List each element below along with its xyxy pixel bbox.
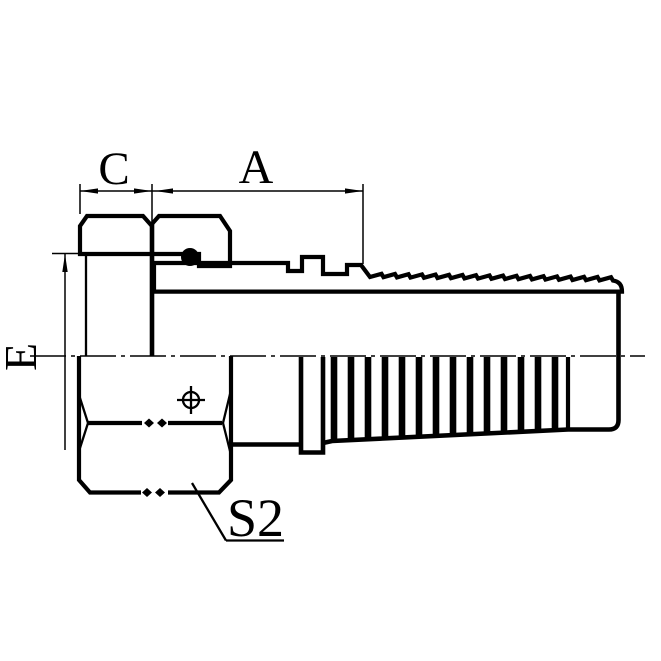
dimension-e: E <box>0 252 79 450</box>
hex-corner-chamfer <box>221 389 233 456</box>
hose-tail-barbs <box>330 357 571 441</box>
hex-size-label-s2: S2 <box>227 488 284 548</box>
stem-wall-section-hatched <box>151 254 625 294</box>
arrowhead <box>80 188 98 194</box>
leader-line <box>191 482 227 542</box>
target-mark-icon <box>177 386 205 414</box>
break-mark <box>142 488 152 497</box>
hex-nut-outline-right <box>168 356 234 495</box>
hose-tail-profile <box>322 292 621 446</box>
arrowhead <box>155 188 173 194</box>
hex-nut-outline-left <box>76 356 141 495</box>
o-ring-seal <box>181 248 199 266</box>
arrowhead <box>62 254 68 272</box>
first-barb-ring <box>298 357 326 455</box>
dimension-label-e: E <box>0 343 46 371</box>
dimension-c-and-a: C A <box>79 141 364 264</box>
arrowhead <box>134 188 152 194</box>
hex-size-callout: S2 <box>191 482 284 548</box>
dimension-label-a: A <box>239 141 274 194</box>
break-mark <box>155 488 165 497</box>
break-mark <box>157 418 167 428</box>
dimension-label-c: C <box>98 143 129 195</box>
hex-corner-chamfer <box>78 397 90 449</box>
arrowhead <box>345 188 363 194</box>
break-mark <box>144 418 154 428</box>
